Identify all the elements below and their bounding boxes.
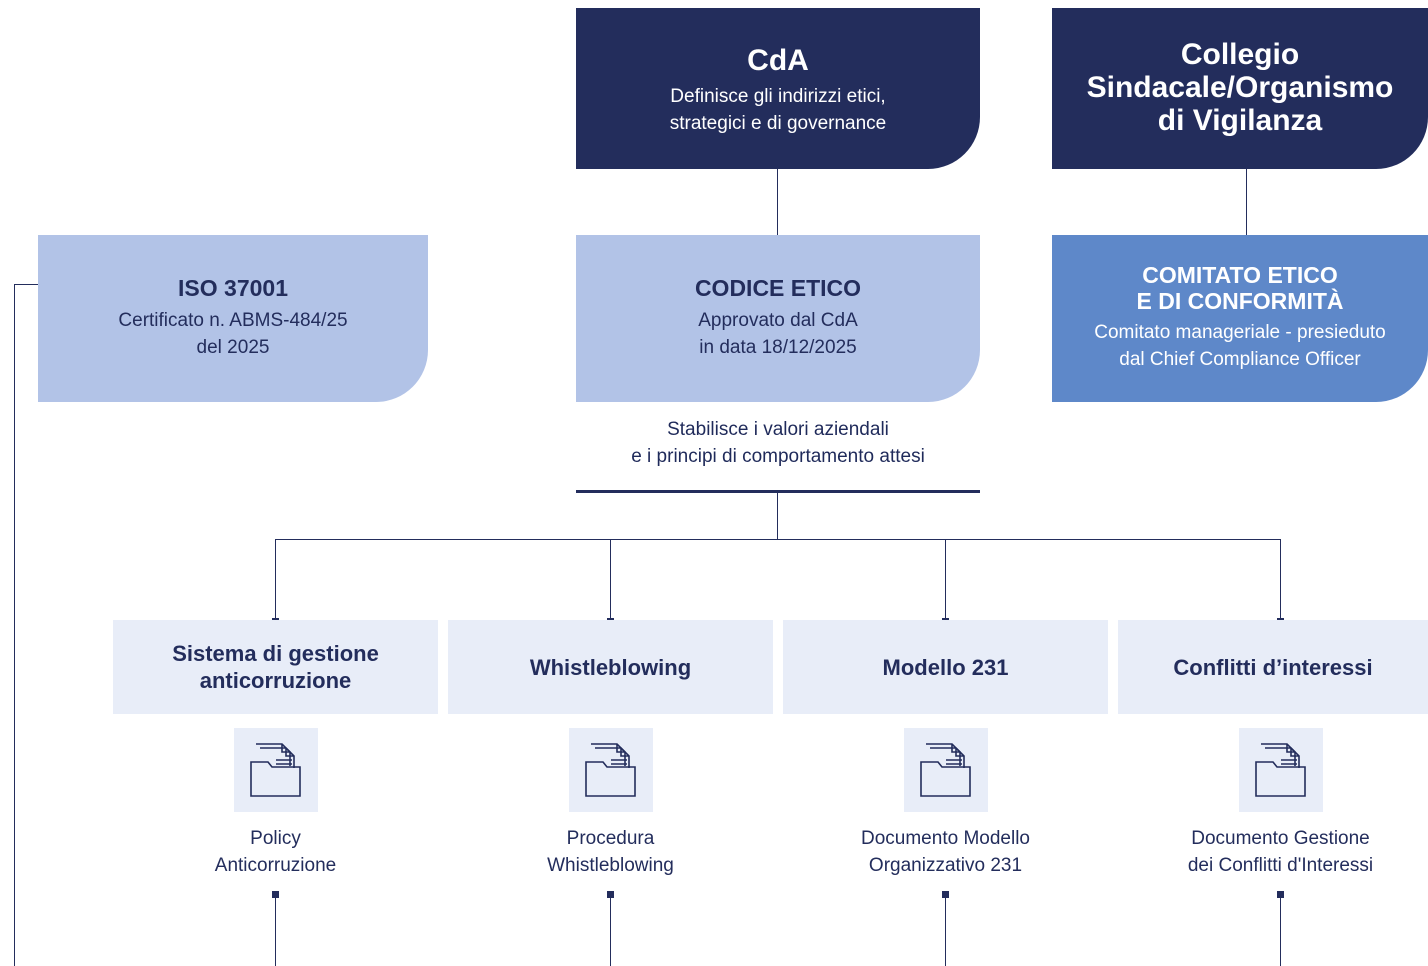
- folder-document-icon[interactable]: [904, 728, 988, 812]
- connector-branch-2: [610, 539, 611, 619]
- values-note: Stabilisce i valori aziendali e i princi…: [560, 416, 996, 470]
- values-note-line-1: Stabilisce i valori aziendali: [667, 419, 889, 440]
- topic-conflitti-interessi: Conflitti d’interessi: [1118, 620, 1428, 714]
- connector-branch-4: [1280, 539, 1281, 619]
- iso-desc-line-2: del 2025: [196, 337, 270, 358]
- codice-etico-desc-line-1: Approvato dal CdA: [698, 310, 858, 331]
- topic-anticorruzione: Sistema di gestione anticorruzione: [113, 620, 438, 714]
- comitato-desc-line-2: dal Chief Compliance Officer: [1119, 349, 1361, 370]
- connector-dot: [1277, 891, 1284, 898]
- doc-label-line-2: Whistleblowing: [547, 855, 674, 876]
- values-divider: [576, 490, 980, 493]
- codice-etico-title: CODICE ETICO: [694, 275, 862, 301]
- iso-card: ISO 37001 Certificato n. ABMS-484/25 del…: [38, 235, 428, 402]
- cda-title: CdA: [747, 44, 809, 77]
- doc-label-line-2: Organizzativo 231: [868, 855, 1023, 876]
- doc-label-line-1: Procedura: [566, 828, 655, 849]
- codice-etico-card: CODICE ETICO Approvato dal CdA in data 1…: [576, 235, 980, 402]
- folder-document-icon[interactable]: [569, 728, 653, 812]
- cda-card: CdA Definisce gli indirizzi etici, strat…: [576, 8, 980, 169]
- document-label-conflitti: Documento Gestione dei Conflitti d'Inter…: [1118, 825, 1428, 879]
- connector-branch-horizontal: [275, 539, 1281, 540]
- values-note-line-2: e i principi di comportamento attesi: [631, 446, 925, 467]
- document-label-policy: Policy Anticorruzione: [113, 825, 438, 879]
- topic-title: Whistleblowing: [529, 654, 692, 680]
- connector-bottom-3: [945, 895, 946, 966]
- doc-label-line-2: Anticorruzione: [214, 855, 337, 876]
- connector-dot: [272, 891, 279, 898]
- connector-bottom-4: [1280, 895, 1281, 966]
- topic-modello-231: Modello 231: [783, 620, 1108, 714]
- document-label-procedura: Procedura Whistleblowing: [448, 825, 773, 879]
- connector-trunk: [777, 493, 778, 539]
- comitato-desc-line-1: Comitato manageriale - presieduto: [1094, 322, 1386, 343]
- folder-document-icon[interactable]: [1239, 728, 1323, 812]
- connector-collegio-comitato: [1246, 168, 1247, 235]
- doc-label-line-2: dei Conflitti d'Interessi: [1187, 855, 1374, 876]
- cda-desc-line-1: Definisce gli indirizzi etici,: [670, 86, 886, 107]
- iso-desc-line-1: Certificato n. ABMS-484/25: [118, 310, 348, 331]
- document-label-modello: Documento Modello Organizzativo 231: [783, 825, 1108, 879]
- topic-whistleblowing: Whistleblowing: [448, 620, 773, 714]
- topic-title-line-1: Sistema di gestione: [172, 641, 379, 666]
- comitato-title-line-2: E DI CONFORMITÀ: [1136, 288, 1344, 314]
- connector-left-vertical: [14, 284, 15, 966]
- connector-iso-left: [14, 284, 38, 285]
- topic-title-line-2: anticorruzione: [199, 668, 352, 693]
- connector-cda-codice: [777, 168, 778, 235]
- comitato-title-line-1: COMITATO ETICO: [1142, 262, 1338, 288]
- doc-label-line-1: Policy: [250, 828, 301, 849]
- connector-bottom-2: [610, 895, 611, 966]
- connector-dot: [607, 891, 614, 898]
- folder-document-icon[interactable]: [234, 728, 318, 812]
- connector-branch-1: [275, 539, 276, 619]
- doc-label-line-1: Documento Gestione: [1191, 828, 1370, 849]
- topic-title: Modello 231: [882, 654, 1009, 680]
- codice-etico-desc-line-2: in data 18/12/2025: [699, 337, 857, 358]
- connector-branch-3: [945, 539, 946, 619]
- collegio-title-line-3: di Vigilanza: [1157, 104, 1323, 137]
- comitato-card: COMITATO ETICO E DI CONFORMITÀ Comitato …: [1052, 235, 1428, 402]
- connector-dot: [942, 891, 949, 898]
- cda-desc-line-2: strategici e di governance: [669, 113, 887, 134]
- collegio-card: Collegio Sindacale/Organismo di Vigilanz…: [1052, 8, 1428, 169]
- connector-bottom-1: [275, 895, 276, 966]
- collegio-title-line-1: Collegio: [1180, 38, 1300, 71]
- collegio-title-line-2: Sindacale/Organismo: [1086, 71, 1394, 104]
- doc-label-line-1: Documento Modello: [861, 828, 1030, 849]
- iso-title: ISO 37001: [178, 275, 288, 301]
- topic-title: Conflitti d’interessi: [1173, 654, 1373, 680]
